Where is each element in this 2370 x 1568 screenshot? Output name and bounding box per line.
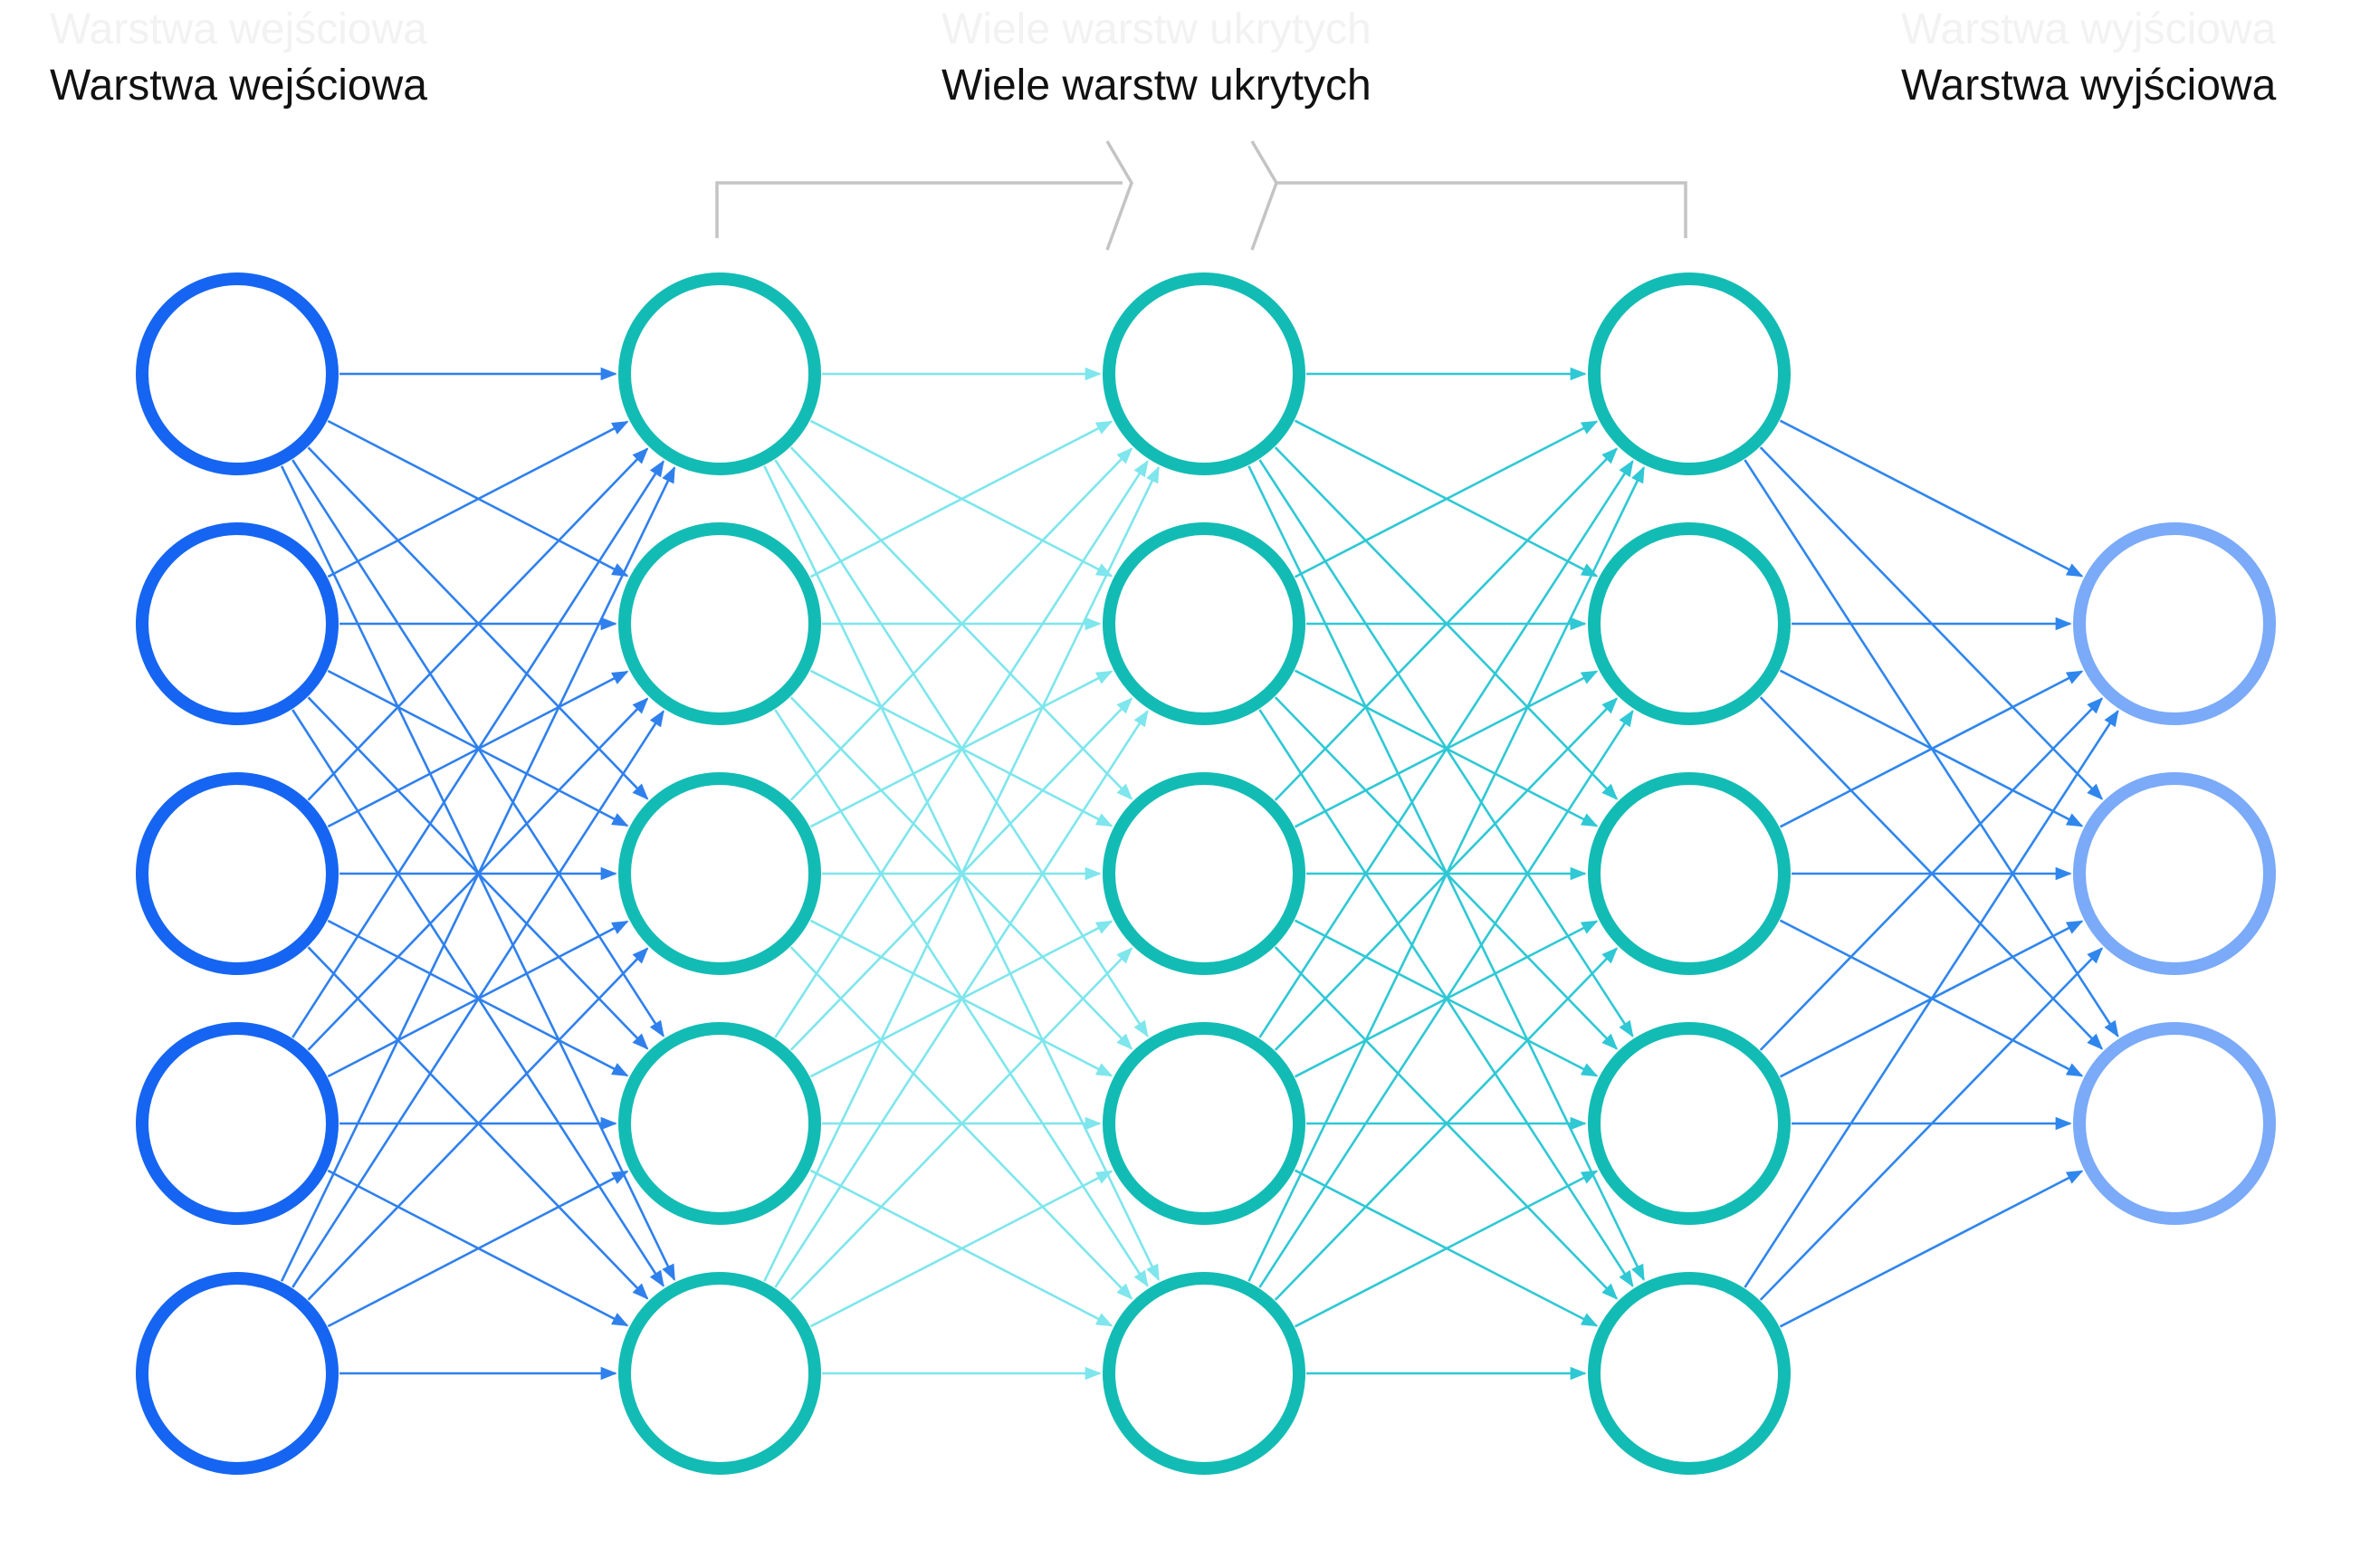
hidden-1-neuron-4 [618, 1022, 821, 1225]
connection-l1-3-to-0 [774, 460, 1149, 1038]
connection-l2-1-to-0 [1294, 420, 1599, 578]
ghost-title-input: Warstwa wejściowa [50, 5, 427, 53]
connection-l0-4-to-2 [307, 947, 649, 1301]
hidden-1-neuron-5 [618, 1272, 821, 1475]
hidden-2-neuron-4 [1103, 1022, 1305, 1225]
output-neuron-2 [2073, 772, 2276, 975]
hidden-2-neuron-5 [1103, 1272, 1305, 1475]
connection-l2-4-to-3 [1294, 1170, 1599, 1328]
input-neuron-1 [136, 272, 339, 475]
connection-l3-2-to-0 [1779, 670, 2084, 828]
connection-l0-4-to-1 [291, 710, 664, 1288]
connection-l0-3-to-0 [291, 460, 664, 1038]
connection-l1-4-to-3 [809, 1170, 1113, 1328]
connection-l1-4-to-2 [789, 947, 1133, 1301]
connection-l2-4-to-2 [1274, 947, 1619, 1301]
hidden-2-neuron-1 [1103, 272, 1305, 475]
bracket-break-left [1105, 140, 1133, 251]
hidden-1-neuron-2 [618, 522, 821, 725]
hidden-layers-bracket [715, 140, 1687, 251]
hidden-3-neuron-2 [1588, 522, 1791, 725]
connection-l1-4-to-1 [774, 710, 1149, 1288]
hidden-1-neuron-3 [618, 772, 821, 975]
ghost-title-output: Warstwa wyjściowa [1901, 5, 2277, 53]
hidden-3-neuron-1 [1588, 272, 1791, 475]
bracket-right-segment [1276, 181, 1687, 238]
hidden-3-neuron-3 [1588, 772, 1791, 975]
bracket-break-right [1250, 140, 1278, 251]
connection-l1-2-to-0 [789, 447, 1133, 801]
hidden-2-neuron-3 [1103, 772, 1305, 975]
input-neuron-4 [136, 1022, 339, 1225]
connection-l0-4-to-3 [327, 1170, 629, 1328]
connection-l3-3-to-0 [1759, 697, 2104, 1051]
input-neuron-3 [136, 772, 339, 975]
ghost-titles: Warstwa wejściowa Wiele warstw ukrytych … [50, 5, 2277, 53]
hidden-layers-title: Wiele warstw ukrytych [941, 62, 1371, 110]
bracket-left-segment [715, 181, 1123, 238]
hidden-1-neuron-1 [618, 272, 821, 475]
input-layer-title: Warstwa wejściowa [50, 62, 427, 110]
connection-l0-1-to-0 [327, 420, 629, 578]
input-neuron-5 [136, 1272, 339, 1475]
layer-titles: Warstwa wejściowa Wiele warstw ukrytych … [50, 62, 2277, 110]
connection-l3-4-to-0 [1744, 709, 2119, 1288]
connection-l3-4-to-1 [1759, 947, 2104, 1301]
connections [280, 367, 2119, 1381]
output-layer-title: Warstwa wyjściowa [1901, 62, 2277, 110]
output-neuron-1 [2073, 522, 2276, 725]
hidden-3-neuron-4 [1588, 1022, 1791, 1225]
connection-l0-2-to-0 [307, 447, 649, 801]
neurons [136, 272, 2276, 1475]
connection-l1-1-to-0 [809, 420, 1113, 578]
connection-l2-3-to-0 [1258, 459, 1634, 1038]
connection-l2-4-to-1 [1258, 709, 1634, 1288]
connection-l0-4-to-0 [280, 465, 676, 1282]
connection-l2-2-to-0 [1274, 447, 1619, 801]
connection-l1-4-to-0 [763, 465, 1160, 1282]
connection-l3-4-to-2 [1779, 1170, 2084, 1328]
input-neuron-2 [136, 522, 339, 725]
ghost-title-hidden: Wiele warstw ukrytych [941, 5, 1371, 53]
connection-l2-4-to-0 [1247, 465, 1645, 1282]
connection-l3-0-to-0 [1779, 419, 2084, 578]
output-neuron-3 [2073, 1022, 2276, 1225]
hidden-3-neuron-5 [1588, 1272, 1791, 1475]
hidden-2-neuron-2 [1103, 522, 1305, 725]
